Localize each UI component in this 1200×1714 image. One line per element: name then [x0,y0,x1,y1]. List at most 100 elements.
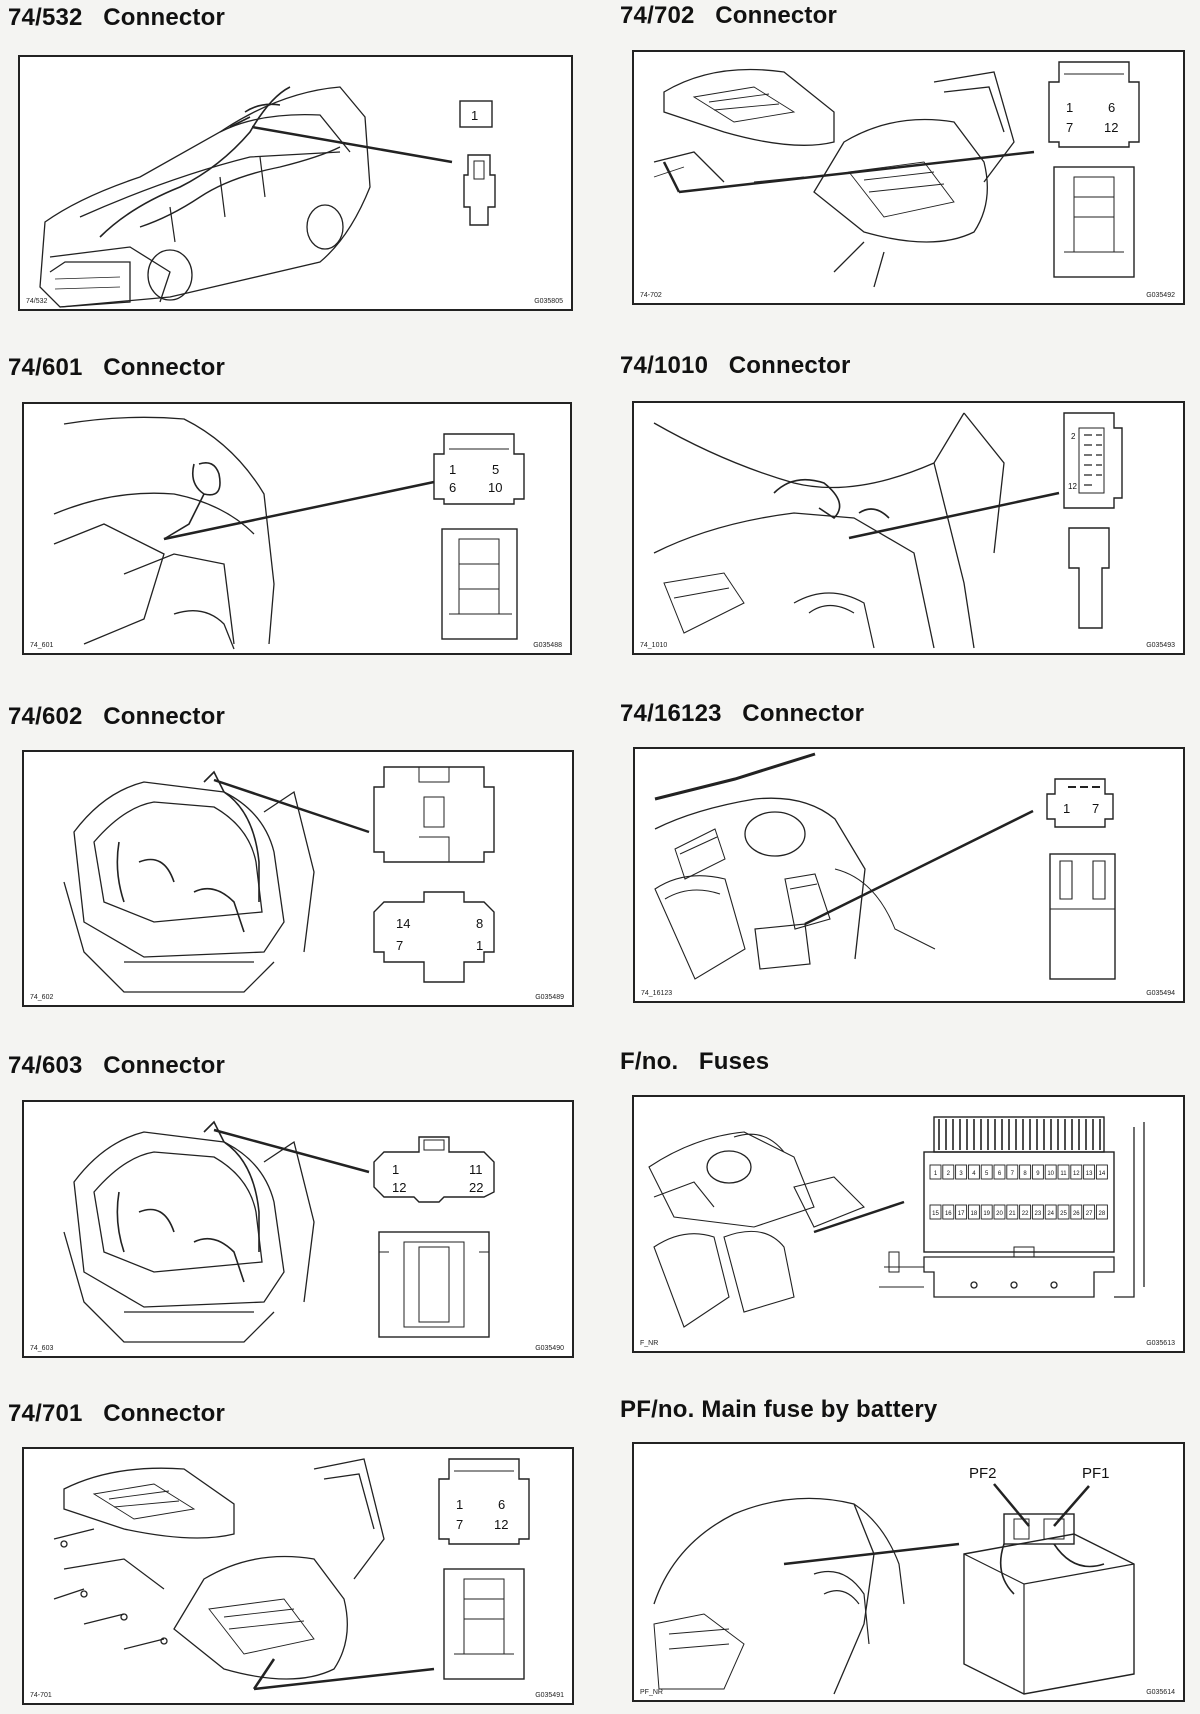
fuse-number: 18 [971,1211,978,1217]
figure-id-right: G035494 [1146,990,1175,997]
panel-74-701: 1 6 7 12 74-701 G035491 [22,1447,574,1705]
fuse-number: 23 [1035,1211,1042,1217]
fuse-cell [1095,1164,1108,1180]
car-harness-illustration: 1 [39,86,496,308]
fuse-cell [929,1204,942,1220]
fuse-cell [929,1164,942,1180]
fuse-number: 8 [1023,1171,1027,1177]
fuse-cell [1019,1164,1032,1180]
pin-label: 7 [456,1517,463,1532]
heading-74-602: 74/602 Connector [8,703,226,730]
panel-74-702: 1 6 7 12 74-702 G035492 [632,50,1185,305]
fuse-number: 27 [1086,1211,1093,1217]
heading-main-fuse: PF/no. Main fuse by battery [620,1396,938,1423]
fuse-number: 16 [945,1211,952,1217]
fuse-number: 12 [1073,1171,1080,1177]
pin-label: 5 [492,462,499,477]
pin-label: 1 [449,462,456,477]
figure-id-right: G035613 [1146,1340,1175,1347]
fuse-number: 5 [985,1171,989,1177]
figure-id-left: 74-701 [30,1692,52,1699]
figure-id-left: 74_601 [30,642,54,649]
fuse-number: 19 [983,1211,990,1217]
panel-74-603: 1 11 12 22 74_603 G035490 [22,1100,574,1358]
fuse-number: 3 [959,1171,963,1177]
figure-id-left: 74/532 [26,298,48,305]
fuse-number: 9 [1036,1171,1040,1177]
figure-id-right: G035614 [1146,1689,1175,1696]
fuse-cell [942,1204,955,1220]
pin-label: 10 [488,480,502,495]
panel-74-1010: 2 12 74_1010 G035493 [632,401,1185,655]
heading-74-702: 74/702 Connector [620,2,838,29]
figure-id-right: G035492 [1146,292,1175,299]
pin-label: 1 [392,1162,399,1177]
rear-quarter-illustration: 1 5 6 10 [53,416,525,650]
panel-main-fuse: PF2 PF1 PF_NR G035614 [632,1442,1185,1702]
fuse-cell [1031,1204,1044,1220]
fuse-number: 22 [1022,1211,1029,1217]
figure-id-right: G035805 [534,298,563,305]
figure-id-right: G035489 [535,994,564,1001]
panel-74-601: 1 5 6 10 74_601 G035488 [22,402,572,655]
fuse-cell [980,1164,993,1180]
fuse-cell [1095,1204,1108,1220]
figure-id-left: 74_1010 [640,642,668,649]
pin-label: 6 [449,480,456,495]
fuse-number: 25 [1060,1211,1067,1217]
heading-74-1010: 74/1010 Connector [620,352,851,379]
pin-label: 1 [1063,801,1070,816]
fuse-cell [1044,1204,1057,1220]
pin-label: 1 [471,108,478,123]
figure-id-right: G035493 [1146,642,1175,649]
figure-id-left: 74-702 [640,292,662,299]
fuse-number: 14 [1099,1171,1106,1177]
pin-label: 2 [1071,432,1076,441]
fuse-cell [1031,1164,1044,1180]
pin-label: 1 [456,1497,463,1512]
fuse-number: 20 [996,1211,1003,1217]
fuse-cell [1044,1164,1057,1180]
panel-74-16123: 1 7 74_16123 G035494 [633,747,1185,1003]
pin-label: 1 [476,938,483,953]
fuse-number: 4 [972,1171,976,1177]
fuse-number: 13 [1086,1171,1093,1177]
fuse-cell [993,1204,1006,1220]
pin-label: 7 [1066,120,1073,135]
heading-74-532: 74/532 Connector [8,4,226,31]
fuse-cell [1057,1164,1070,1180]
panel-74-532: 1 74/532 G035805 [18,55,573,311]
pin-label: 1 [1066,100,1073,115]
fuse-number: 15 [932,1211,939,1217]
fuse-number: 11 [1060,1171,1067,1177]
pin-label: 12 [1104,120,1118,135]
fuse-number: 1 [934,1171,938,1177]
pin-label: 7 [1092,801,1099,816]
fuse-cell [980,1204,993,1220]
tailgate-harness-illustration: 1 11 12 22 [63,1120,495,1343]
pin-label: 12 [392,1180,406,1195]
fuse-cell [942,1164,955,1180]
heading-74-16123: 74/16123 Connector [620,700,865,727]
fuse-number: 2 [947,1171,951,1177]
battery-fuse-illustration: PF2 PF1 [653,1465,1135,1695]
fuse-number: 10 [1047,1171,1054,1177]
fuse-number: 26 [1073,1211,1080,1217]
figure-id-left: 74_602 [30,994,54,1001]
fuse-cell [1057,1204,1070,1220]
pin-label: 8 [476,916,483,931]
fuse-number: 17 [958,1211,965,1217]
heading-fuses: F/no. Fuses [620,1048,770,1075]
pin-label: 11 [469,1162,483,1177]
fuse-cell [955,1164,968,1180]
pf1-label: PF1 [1082,1465,1110,1482]
pin-label: 12 [494,1517,508,1532]
fuse-cell [1083,1204,1096,1220]
pin-label: 6 [498,1497,505,1512]
fuse-cell [1083,1164,1096,1180]
heading-74-701: 74/701 Connector [8,1400,226,1427]
pin-label: 22 [469,1180,483,1195]
